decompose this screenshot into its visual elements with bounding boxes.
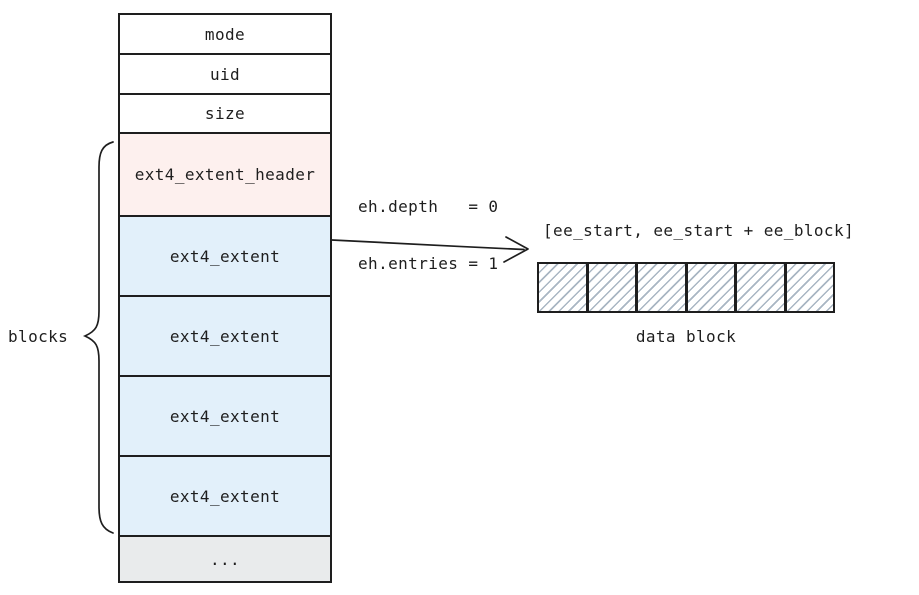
inode-row-label: ext4_extent [169,486,281,506]
inode-row-extent-4: ext4_extent [118,455,332,537]
extent-range-label: [ee_start, ee_start + ee_block] [543,221,855,240]
eh-annotation: eh.depth = 0 eh.entries = 1 [358,159,498,311]
data-block-cell [539,264,586,311]
inode-row-label: ... [209,549,241,569]
inode-row-extent-2: ext4_extent [118,295,332,377]
inode-row-label: size [204,104,246,123]
inode-row-label: ext4_extent [169,326,281,346]
data-block-cell [684,264,734,311]
data-block-cell [585,264,635,311]
extent-arrow-head-icon [503,236,529,263]
data-block-cell [783,264,833,311]
inode-row-label: uid [209,64,241,84]
data-block [537,262,835,313]
inode-row-uid: uid [118,53,332,95]
inode-row-label: ext4_extent [169,246,281,266]
inode-row-mode: mode [118,13,332,55]
blocks-brace-icon [82,141,114,534]
eh-depth-line: eh.depth = 0 [358,197,499,216]
inode-row-more: ... [118,535,332,583]
data-block-cell [635,264,685,311]
inode-row-label: ext4_extent [169,406,281,426]
inode-row-extent-3: ext4_extent [118,375,332,457]
inode-structure: mode uid size ext4_extent_header ext4_ex… [118,13,332,583]
inode-row-extent-header: ext4_extent_header [118,132,332,217]
data-block-label: data block [635,327,737,346]
inode-row-label: ext4_extent_header [134,165,316,184]
inode-row-size: size [118,93,332,134]
eh-entries-line: eh.entries = 1 [358,254,499,273]
inode-row-extent-1: ext4_extent [118,215,332,297]
blocks-label: blocks [8,327,69,346]
inode-row-label: mode [204,24,246,44]
data-block-cell [734,264,784,311]
